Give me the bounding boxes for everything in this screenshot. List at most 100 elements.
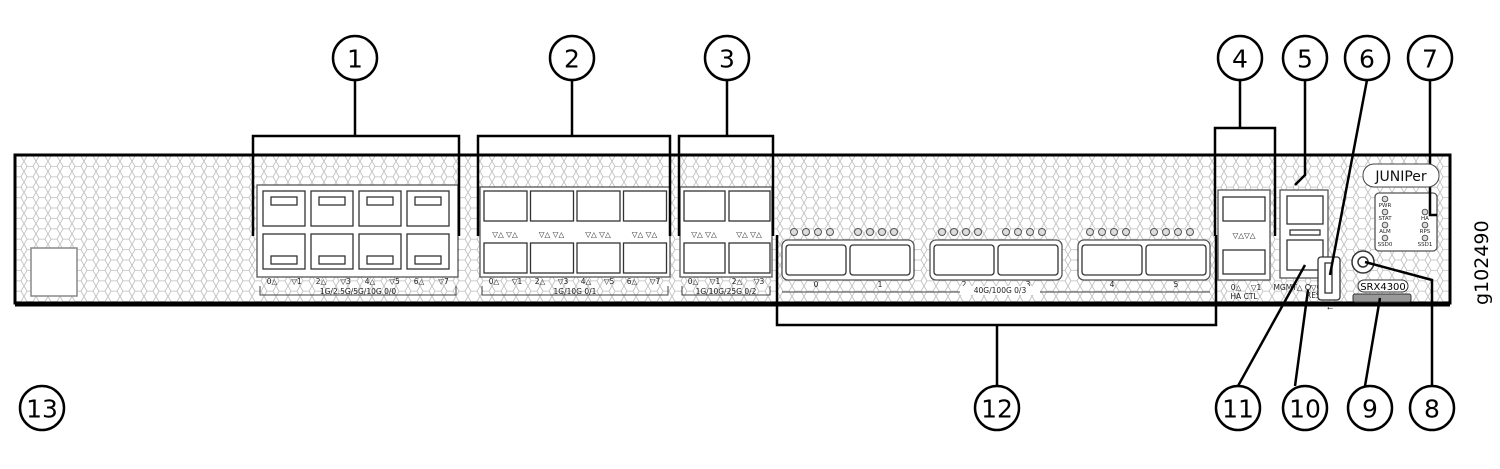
callout-leader (1364, 260, 1434, 386)
callout-number-11: 11 (1222, 395, 1254, 424)
callout-leader (1328, 79, 1369, 276)
sfp-port (576, 242, 621, 274)
qsfp-lane-led (1110, 228, 1118, 236)
callout-circle-13 (18, 384, 66, 432)
sfp-port (576, 190, 621, 222)
qsfp-lane-led (890, 228, 898, 236)
sfp2-group-label: 1G/10G/25G 0/2 (696, 287, 757, 296)
sfp28-link-led-arrows: ▽△ ▽△ (736, 230, 762, 239)
sfp-port (529, 190, 575, 222)
qsfp-lane-led (1086, 228, 1094, 236)
sfp-link-led-arrows: ▽△ ▽△ (585, 230, 611, 239)
callout-number-2: 2 (564, 45, 580, 74)
mgmt-label: MGMT△ (1273, 283, 1302, 292)
reset-pinhole (1305, 284, 1311, 290)
mgmt-led-bar (1289, 229, 1321, 236)
status-led (1421, 234, 1429, 242)
ha-port (1222, 196, 1266, 222)
callout-number-6: 6 (1359, 45, 1375, 74)
status-led (1381, 221, 1389, 229)
rj45-port (262, 233, 306, 270)
callout-number-4: 4 (1232, 45, 1248, 74)
sfp-port (529, 242, 575, 274)
callout-bracket (1213, 126, 1277, 236)
rj45-latch (270, 196, 298, 206)
rj45-latch (318, 196, 346, 206)
qsfp-lane-led (814, 228, 822, 236)
port-number-label: ▽1 (512, 277, 523, 286)
qsfp-port-number: 5 (1174, 280, 1179, 289)
rj45-latch (414, 196, 442, 206)
callout-circle-9 (1346, 384, 1394, 432)
qsfp-lane-led (878, 228, 886, 236)
sfp-port (483, 190, 528, 222)
qsfp-lane-led (962, 228, 970, 236)
qsfp-port (1145, 244, 1207, 276)
qsfp-lane-led (1150, 228, 1158, 236)
callout-number-13: 13 (26, 395, 58, 424)
status-led-panel (1374, 192, 1438, 252)
status-led-label: PWR (1379, 203, 1392, 209)
qsfp-port-number: 0 (814, 280, 819, 289)
qsfp-lane-led (854, 228, 862, 236)
port-number-label: ▽3 (754, 277, 765, 286)
qsfp-port (1081, 244, 1143, 276)
port-number-label: 6△ (414, 277, 425, 286)
port-number-label: ▽7 (438, 277, 449, 286)
mgmt-port (1286, 195, 1324, 225)
model-label: SRX4300 (1360, 282, 1406, 293)
qsfp-port (933, 244, 995, 276)
status-led (1381, 234, 1389, 242)
qsfp-lane-led (1162, 228, 1170, 236)
callout-number-1: 1 (347, 45, 363, 74)
sfp28-link-led-arrows: ▽△ ▽△ (691, 230, 717, 239)
sfp-port (483, 242, 528, 274)
qsfp-lane-led (1122, 228, 1130, 236)
qsfp-lane-led (938, 228, 946, 236)
figure-id: g102490 (1471, 220, 1493, 305)
ha-port-label: 0△ (1231, 283, 1242, 292)
ha-ctl-label: HA CTL (1230, 292, 1258, 301)
sfp-link-led-arrows: ▽△ ▽△ (492, 230, 518, 239)
qsfp-lane-led (866, 228, 874, 236)
status-led (1421, 208, 1429, 216)
qsfp-group-label: 40G/100G 0/3 (974, 286, 1027, 295)
ha-led-arrows: ▽△▽△ (1232, 231, 1255, 240)
port-number-label: 6△ (627, 277, 638, 286)
rj45-port (406, 190, 450, 227)
qsfp-port-number: 4 (1110, 280, 1115, 289)
status-led-label: SSD1 (1418, 242, 1433, 248)
callout-number-8: 8 (1424, 395, 1440, 424)
qsfp-lane-led (802, 228, 810, 236)
qsfp-label-bg (960, 286, 1040, 295)
callout-number-9: 9 (1362, 395, 1378, 424)
callout-number-5: 5 (1297, 45, 1313, 74)
rj45-latch (270, 255, 298, 265)
qsfp-port (785, 244, 847, 276)
qsfp-port-number: 1 (878, 280, 883, 289)
qsfp-lane-led (1014, 228, 1022, 236)
status-led (1381, 195, 1389, 203)
callout-number-10: 10 (1289, 395, 1321, 424)
qsfp-port (849, 244, 911, 276)
qsfp-lane-led (826, 228, 834, 236)
port-number-label: 2△ (316, 277, 327, 286)
sfp28-port (683, 190, 726, 222)
port-number-label: ▽5 (604, 277, 615, 286)
qsfp-port (997, 244, 1059, 276)
callout-circle-10 (1281, 384, 1329, 432)
callout-number-12: 12 (981, 395, 1013, 424)
rj45-latch (414, 255, 442, 265)
sfp-link-led-arrows: ▽△ ▽△ (539, 230, 565, 239)
ha-port-label: ▽1 (1251, 283, 1262, 292)
callout-leader (1428, 80, 1437, 217)
blank-panel (30, 247, 78, 297)
port-number-label: ▽3 (340, 277, 351, 286)
rj45-group-label: 1G/2.5G/5G/10G 0/0 (320, 287, 397, 296)
rj45-latch (366, 196, 394, 206)
sfp-port (622, 242, 668, 274)
port-number-label: 2△ (732, 277, 743, 286)
callout-leader (1363, 297, 1382, 387)
port-number-label: 2△ (535, 277, 546, 286)
